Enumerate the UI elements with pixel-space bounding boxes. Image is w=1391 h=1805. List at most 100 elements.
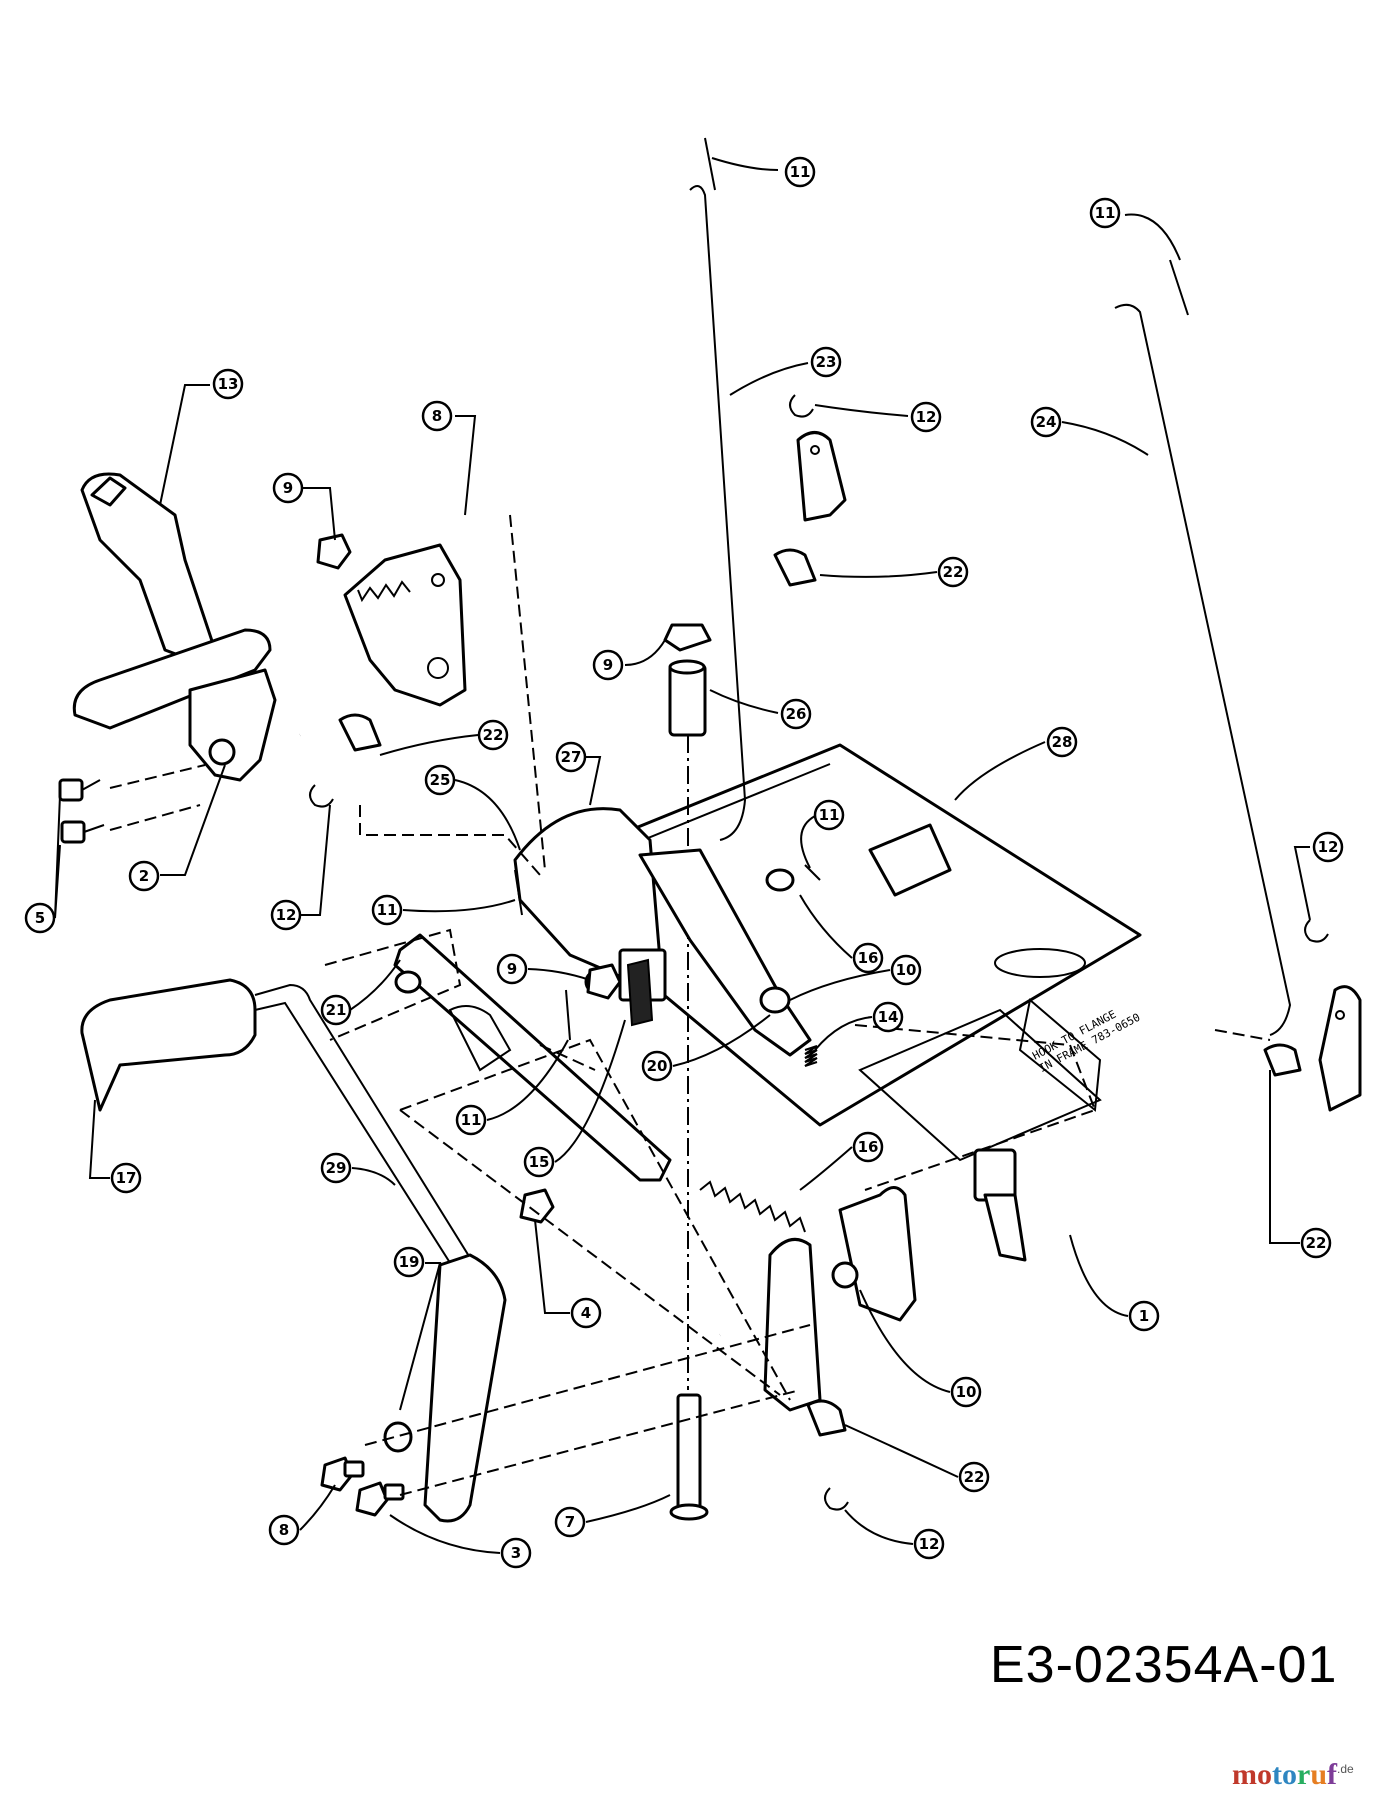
svg-text:13: 13 <box>218 375 239 393</box>
callout-22: 22 <box>937 556 969 588</box>
svg-text:2: 2 <box>139 867 149 885</box>
link-21 <box>393 933 672 1182</box>
callout-21: 21 <box>320 994 352 1026</box>
callout-11: 11 <box>1089 197 1121 229</box>
spacer-26 <box>663 623 712 737</box>
upper-right-bracket <box>796 431 847 522</box>
svg-text:20: 20 <box>647 1057 668 1075</box>
assembly-dashed-lines <box>109 514 1271 1496</box>
svg-text:12: 12 <box>919 1535 940 1553</box>
svg-text:19: 19 <box>399 1253 420 1271</box>
svg-text:12: 12 <box>276 906 297 924</box>
callout-1: 1 <box>1128 1300 1160 1332</box>
svg-text:17: 17 <box>116 1169 137 1187</box>
right-lower-bracket <box>1318 985 1362 1112</box>
callout-22: 22 <box>958 1461 990 1493</box>
svg-text:28: 28 <box>1052 733 1073 751</box>
callout-16: 16 <box>852 1131 884 1163</box>
svg-text:26: 26 <box>786 705 807 723</box>
document-id: E3-02354A-01 <box>990 1636 1338 1694</box>
callout-22: 22 <box>1300 1227 1332 1259</box>
svg-text:16: 16 <box>858 949 879 967</box>
svg-text:8: 8 <box>279 1521 289 1539</box>
callout-8: 8 <box>421 400 453 432</box>
callout-2: 2 <box>128 860 160 892</box>
svg-text:3: 3 <box>511 1544 521 1562</box>
callout-11: 11 <box>371 894 403 926</box>
callout-19: 19 <box>393 1246 425 1278</box>
callout-11: 11 <box>455 1104 487 1136</box>
svg-text:11: 11 <box>377 901 398 919</box>
svg-text:12: 12 <box>916 408 937 426</box>
callout-9: 9 <box>496 953 528 985</box>
svg-text:10: 10 <box>956 1383 977 1401</box>
svg-text:15: 15 <box>529 1153 550 1171</box>
svg-text:25: 25 <box>430 771 451 789</box>
cotter-pins-11 <box>514 137 1189 1041</box>
callout-10: 10 <box>890 954 922 986</box>
callout-27: 27 <box>555 741 587 773</box>
watermark-logo: motoruf.de <box>1232 1758 1354 1792</box>
svg-text:14: 14 <box>878 1008 899 1026</box>
svg-text:16: 16 <box>858 1138 879 1156</box>
watermark-part: u <box>1310 1758 1328 1791</box>
callout-28: 28 <box>1046 726 1078 758</box>
svg-text:11: 11 <box>461 1111 482 1129</box>
watermark-suffix: .de <box>1337 1762 1354 1776</box>
callout-12: 12 <box>270 899 302 931</box>
callout-15: 15 <box>523 1146 555 1178</box>
callout-9: 9 <box>272 472 304 504</box>
callout-26: 26 <box>780 698 812 730</box>
lower-bracket <box>763 1148 1027 1412</box>
callout-9: 9 <box>592 649 624 681</box>
svg-text:22: 22 <box>943 563 964 581</box>
rod-23 <box>689 185 747 841</box>
svg-text:9: 9 <box>283 479 293 497</box>
sector-plate <box>343 543 467 707</box>
callout-12: 12 <box>910 401 942 433</box>
svg-text:27: 27 <box>561 748 582 766</box>
callout-7: 7 <box>554 1506 586 1538</box>
svg-text:11: 11 <box>790 163 811 181</box>
svg-text:8: 8 <box>432 407 442 425</box>
callout-12: 12 <box>1312 831 1344 863</box>
callout-4: 4 <box>570 1297 602 1329</box>
svg-text:24: 24 <box>1036 413 1057 431</box>
nuts <box>316 533 795 1224</box>
svg-text:22: 22 <box>964 1468 985 1486</box>
callout-17: 17 <box>110 1162 142 1194</box>
bolts-5 <box>58 778 105 844</box>
svg-text:29: 29 <box>326 1159 347 1177</box>
clips-22 <box>338 548 1302 1437</box>
svg-text:11: 11 <box>1095 204 1116 222</box>
svg-text:9: 9 <box>603 656 613 674</box>
svg-text:23: 23 <box>816 353 837 371</box>
svg-text:22: 22 <box>1306 1234 1327 1252</box>
handle-17 <box>80 978 501 1311</box>
flange-note: HOOK TO FLANGE IN FRAME 783-0650 <box>1030 1008 1142 1075</box>
callout-11: 11 <box>784 156 816 188</box>
watermark-part: mo <box>1232 1758 1272 1791</box>
rod-24 <box>1114 303 1292 1036</box>
callout-25: 25 <box>424 764 456 796</box>
svg-text:10: 10 <box>896 961 917 979</box>
svg-text:4: 4 <box>581 1304 591 1322</box>
svg-text:11: 11 <box>819 806 840 824</box>
svg-text:5: 5 <box>35 909 45 927</box>
watermark-part: f <box>1327 1758 1338 1791</box>
callout-8: 8 <box>268 1514 300 1546</box>
callout-29: 29 <box>320 1152 352 1184</box>
svg-text:7: 7 <box>565 1513 575 1531</box>
spring-16 <box>699 1180 806 1233</box>
callout-12: 12 <box>913 1528 945 1560</box>
callout-23: 23 <box>810 346 842 378</box>
callout-3: 3 <box>500 1537 532 1569</box>
callout-14: 14 <box>872 1001 904 1033</box>
svg-text:22: 22 <box>483 726 504 744</box>
svg-text:1: 1 <box>1139 1307 1149 1325</box>
callout-13: 13 <box>212 368 244 400</box>
bolts-lower <box>320 1421 413 1517</box>
lever-19 <box>423 1253 507 1523</box>
callout-24: 24 <box>1030 406 1062 438</box>
